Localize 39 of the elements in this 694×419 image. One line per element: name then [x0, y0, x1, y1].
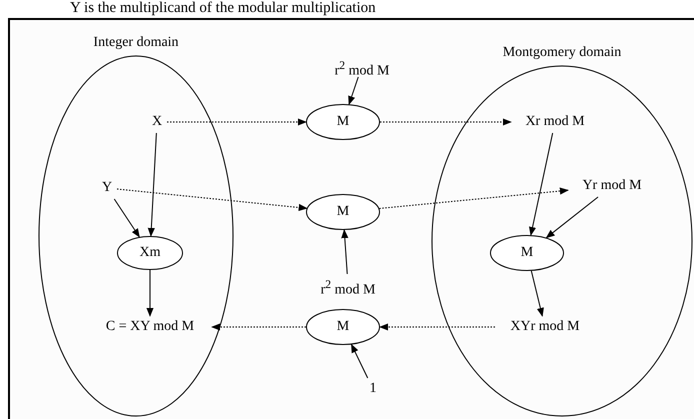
operation-label: M: [336, 203, 350, 221]
caption-text: Y is the multiplicand of the modular multiplication: [70, 0, 376, 17]
arrow: [341, 229, 348, 274]
arrow: [379, 323, 496, 331]
arrow: [148, 132, 157, 237]
arrow: [116, 188, 308, 212]
operation-ellipse: [490, 235, 564, 271]
arrow: [529, 132, 554, 236]
value-label: XYr mod M: [497, 318, 593, 336]
value-label: Y: [99, 179, 115, 197]
arrow: [114, 198, 140, 238]
value-label: Yr mod M: [570, 177, 654, 195]
value-label: r$^{2}$ mod M: [309, 276, 387, 294]
arrow: [350, 344, 368, 378]
domain-title: Integer domain: [92, 34, 180, 52]
operation-ellipse: [117, 236, 183, 270]
arrow: [348, 76, 359, 106]
value-label: X: [149, 113, 165, 131]
domain-ellipse: [431, 43, 693, 417]
operation-ellipse: [306, 309, 380, 345]
operation-ellipse: [306, 104, 380, 140]
operation-label: Xm: [138, 244, 162, 262]
operation-label: M: [520, 244, 534, 262]
arrow: [378, 187, 569, 209]
arrow: [211, 323, 306, 331]
value-label: Xr mod M: [513, 113, 597, 131]
arrow: [166, 118, 307, 126]
operation-label: M: [336, 113, 350, 131]
arrow: [546, 196, 599, 238]
operation-label: M: [336, 318, 350, 336]
operation-ellipse: [306, 194, 380, 230]
value-label: C = XY mod M: [90, 318, 210, 336]
domain-ellipse: [38, 33, 234, 417]
value-label: 1: [367, 380, 379, 398]
domain-title: Montgomery domain: [502, 44, 622, 62]
arrow: [146, 270, 154, 317]
value-label: r$^{2}$ mod M: [323, 57, 401, 75]
arrow: [530, 270, 544, 317]
arrow: [380, 118, 512, 126]
